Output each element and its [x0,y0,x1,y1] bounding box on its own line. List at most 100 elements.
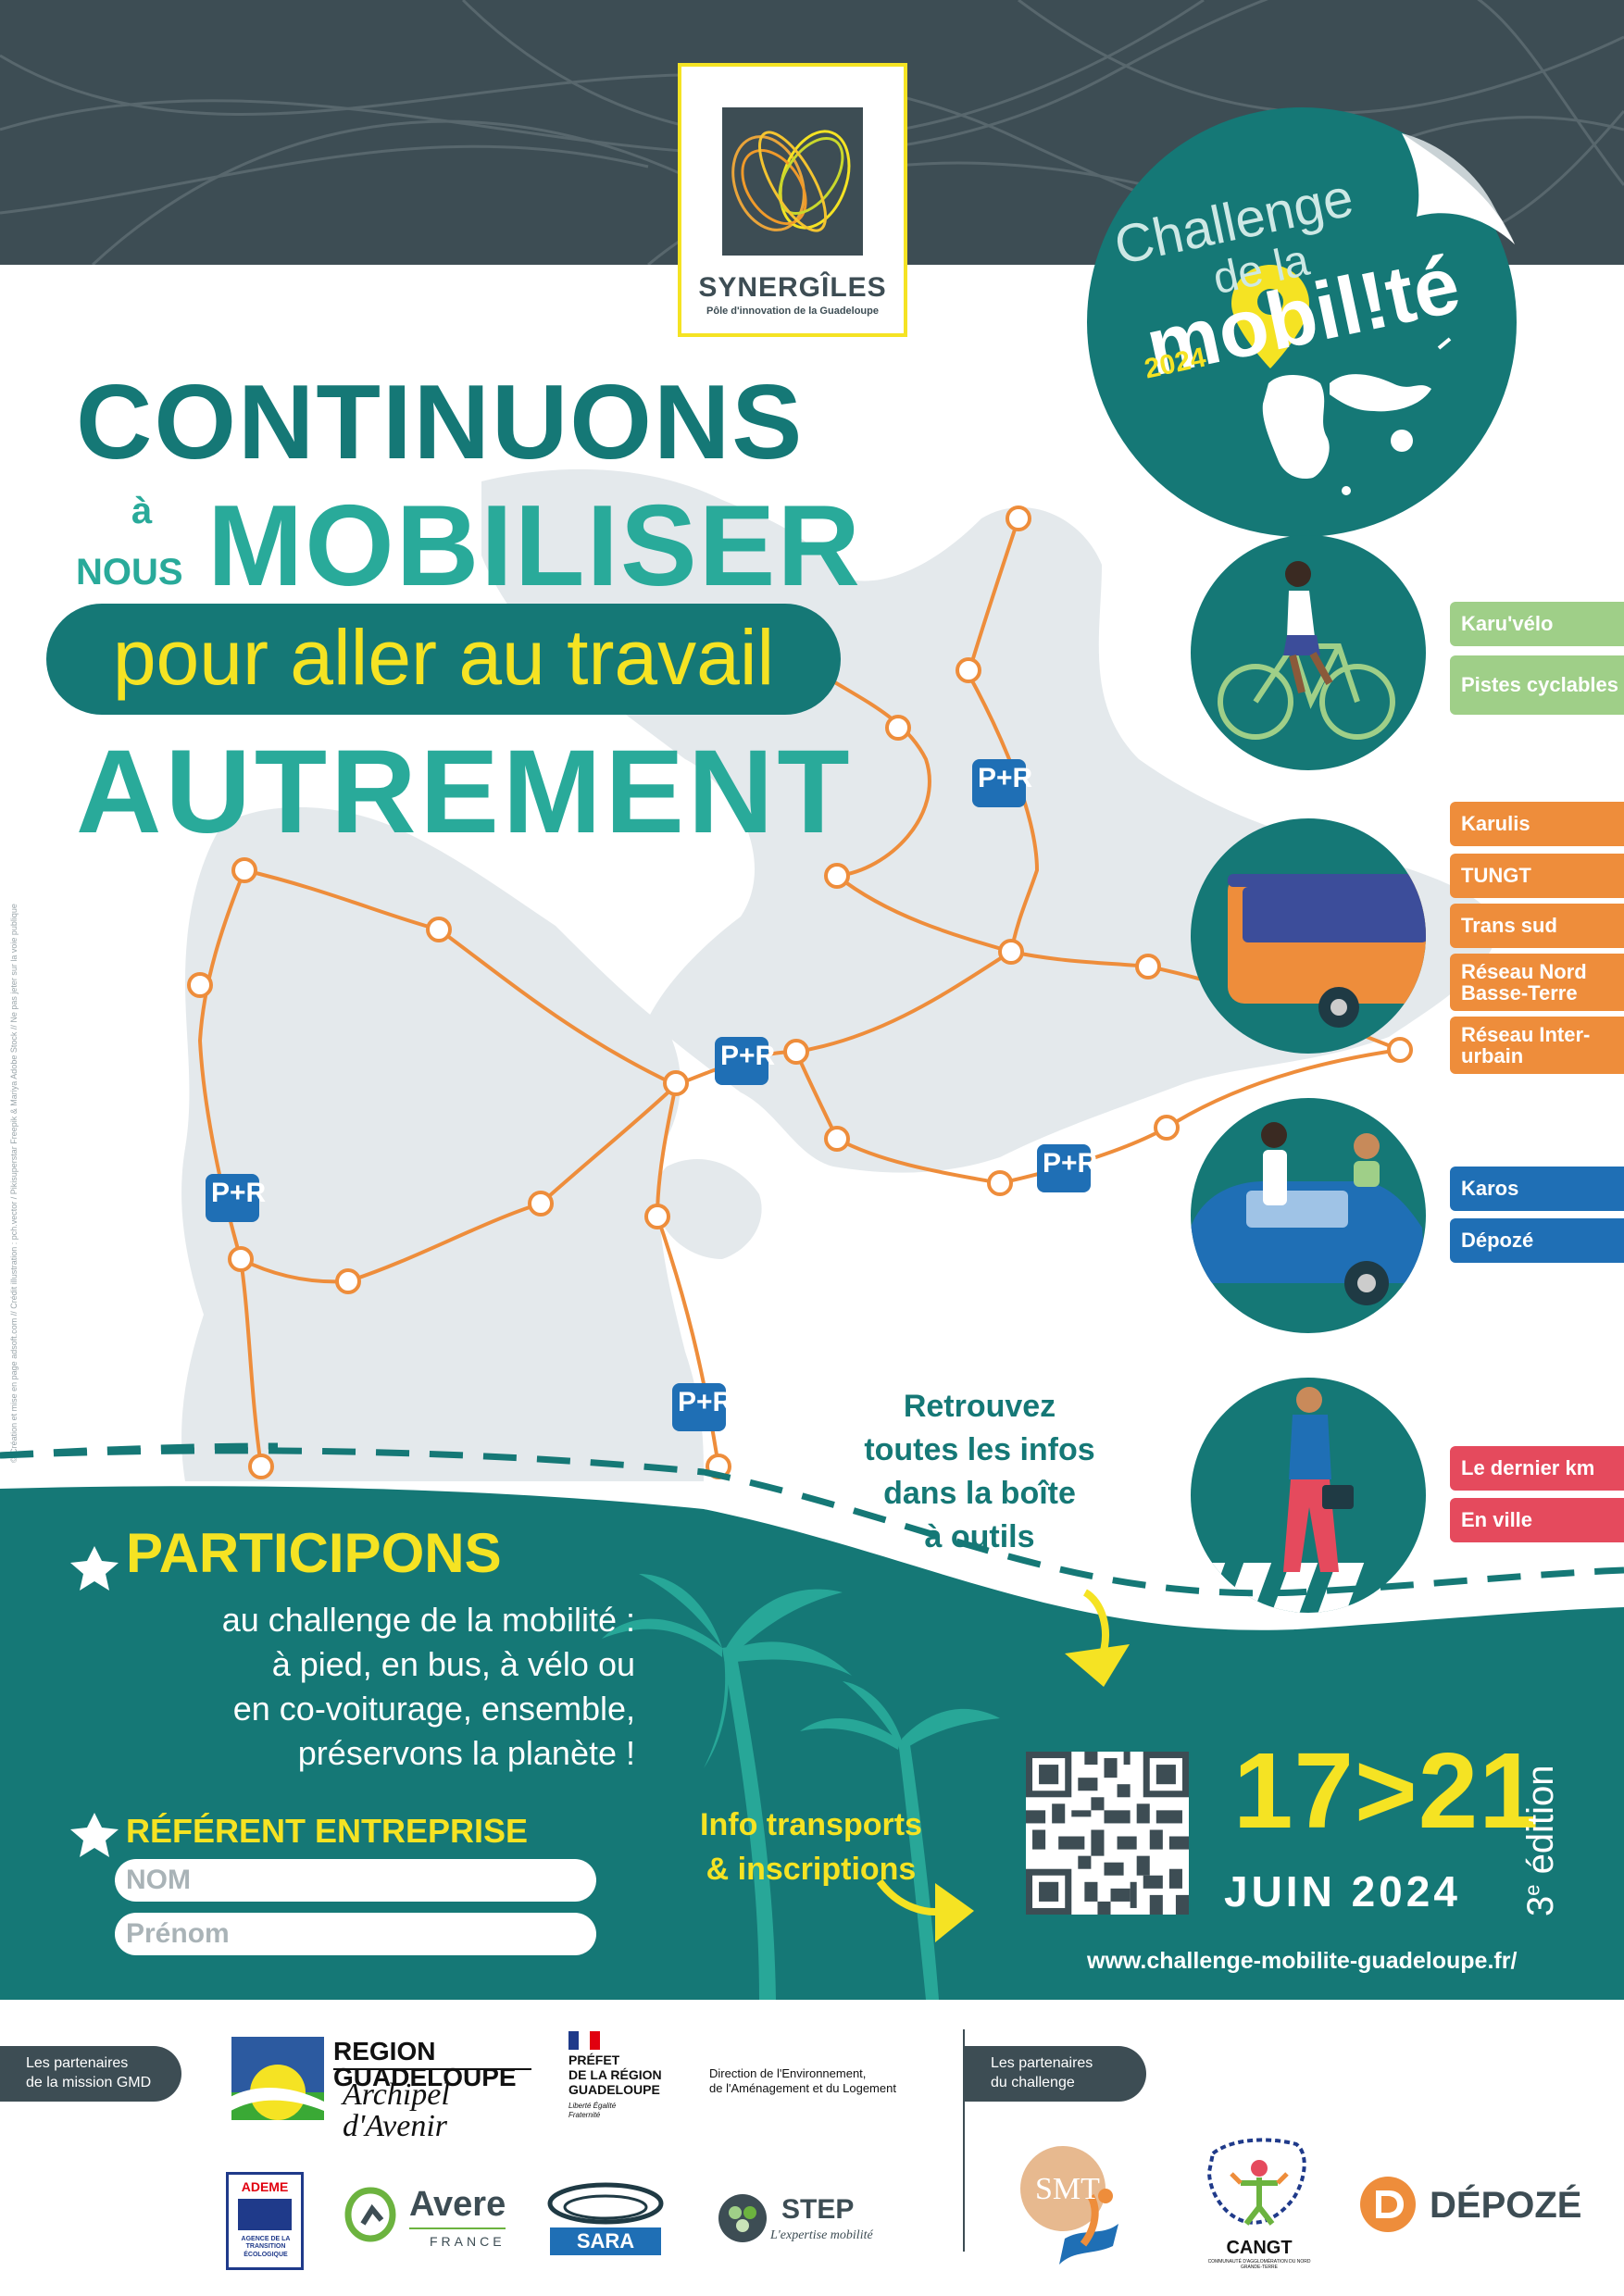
infinity-rings-icon [731,130,851,232]
qr-code[interactable] [1026,1752,1189,1915]
bicycle-icon [1218,561,1395,740]
label-line: Les partenaires [26,2055,129,2071]
nom-field[interactable] [115,1859,596,1902]
smt-name: SMT [1035,2172,1100,2206]
step-dots-icon [718,2194,767,2242]
sara-swoosh-icon [547,2182,664,2225]
cangt-name: CANGT [1226,2238,1293,2258]
qr-code-icon [1026,1752,1189,1915]
route-stop [663,1070,689,1096]
label-line: Les partenaires [991,2055,1093,2071]
label-line: de la mission GMD [26,2074,152,2090]
headline-mobiliser: MOBILISER [207,482,862,610]
label-line: du challenge [991,2074,1075,2090]
step-sub: L'expertise mobilité [770,2228,873,2242]
smt-emblem-icon [1020,2146,1118,2265]
route-stop [1135,954,1161,980]
route-stop [248,1454,274,1479]
route-stop [998,939,1024,965]
bike-circle [1191,535,1426,770]
avere-leaf-icon [344,2187,396,2242]
footer-divider [963,2029,965,2252]
star-icon [70,1546,119,1591]
headline-autrement: AUTREMENT [76,726,854,858]
event-dates: 17>21 [1233,1730,1540,1851]
route-stop [335,1268,361,1294]
retrouvez-line: dans la boîte [883,1475,1076,1511]
synergiles-name: SYNERGÎLES [698,272,887,303]
walking-circle [1191,1378,1426,1613]
edition-suffix: e [1520,1884,1544,1896]
route-stop [1387,1037,1413,1063]
partners-challenge-label: Les partenaires du challenge [965,2046,1146,2102]
star-icon [70,1813,119,1857]
website-link[interactable]: www.challenge-mobilite-guadeloupe.fr/ [1087,1948,1518,1974]
retrouvez-line: toutes les infos [864,1431,1095,1467]
tag-reseau-nord: Réseau Nord Basse-Terre [1450,954,1624,1011]
deal-text: Direction de l'Environnement, de l'Aména… [709,2066,896,2097]
participons-line: en co-voiturage, ensemble, [232,1689,635,1728]
info-transports-text: Info transports & inscriptions [681,1803,941,1891]
participons-line: à pied, en bus, à vélo ou [271,1644,635,1683]
route-stop [231,857,257,883]
ademe-logo: ADEME AGENCE DE LA TRANSITION ÉCOLOGIQUE [226,2172,304,2270]
synergiles-subtitle: Pôle d'innovation de la Guadeloupe [706,306,879,317]
prefet-line: DE LA RÉGION [568,2067,662,2082]
route-stop [956,657,981,683]
avere-logo: Avere FRANCE [344,2179,511,2263]
cangt-island-icon [1206,2138,1306,2226]
tag-depoze: Dépozé [1450,1218,1624,1263]
avere-name: Avere [409,2185,506,2224]
route-stop [644,1204,670,1229]
cangt-logo: CANGT COMMUNAUTÉ D'AGGLOMÉRATION DU NORD… [1204,2135,1315,2274]
prefet-logo: PRÉFET DE LA RÉGION GUADELOUPE Liberté É… [567,2031,678,2133]
tag-en-ville: En ville [1450,1498,1624,1542]
tag-reseau-interurbain: Réseau Inter-urbain [1450,1017,1624,1074]
car-circle [1191,1098,1426,1333]
participons-title: PARTICIPONS [126,1522,502,1584]
depoze-emblem-icon [1360,2177,1416,2232]
tag-karulis: Karulis [1450,802,1624,846]
edition-word: édition [1520,1765,1561,1885]
route-stop [528,1191,554,1217]
palm-trees [602,1574,1000,2000]
cangt-sub: COMMUNAUTÉ D'AGGLOMÉRATION DU NORD GRAND… [1207,2259,1311,2270]
park-ride-label: P+R [1043,1148,1098,1179]
sticker-graphic [1087,107,1517,537]
tag-karos: Karos [1450,1167,1624,1211]
route-stop [228,1246,254,1272]
participons-text: au challenge de la mobilité : à pied, en… [172,1598,635,1776]
route-stop [783,1039,809,1065]
park-ride-label: P+R [211,1178,267,1208]
smt-logo: SMT [1009,2135,1135,2274]
prefet-line: PRÉFET [568,2053,620,2067]
participons-line: au challenge de la mobilité : [221,1601,635,1639]
route-stop [426,917,452,942]
deal-line: Direction de l'Environnement, [709,2066,867,2080]
depoze-name: DÉPOZÉ [1430,2185,1582,2226]
tag-tungt: TUNGT [1450,854,1624,898]
route-stop [987,1170,1013,1196]
ademe-emblem [238,2199,292,2230]
synergiles-emblem [722,107,863,256]
headline-continuons: CONTINUONS [76,364,805,481]
sara-name: SARA [576,2229,635,2252]
route-stop [1006,505,1031,531]
avere-sub: FRANCE [430,2234,506,2249]
prefet-motto: Liberté Égalité Fraternité [568,2102,617,2119]
route-stop [885,715,911,741]
prenom-field[interactable] [115,1913,596,1955]
region-tagline: Archipel d'Avenir [343,2078,450,2143]
tag-karuvelo: Karu'vélo [1450,602,1624,646]
marianne-flag-icon [568,2031,600,2050]
route-stop [1154,1115,1180,1141]
car-icon [1191,1122,1426,1305]
avere-divider [409,2227,506,2229]
step-logo: STEP L'expertise mobilité [715,2190,900,2255]
park-ride-label: P+R [678,1387,733,1417]
depoze-logo: DÉPOZÉ [1357,2174,1582,2239]
sara-band [550,2227,661,2255]
referent-title: RÉFÉRENT ENTREPRISE [126,1812,529,1850]
retrouvez-line: Retrouvez [903,1389,1056,1424]
prefet-line: GUADELOUPE [568,2082,660,2097]
